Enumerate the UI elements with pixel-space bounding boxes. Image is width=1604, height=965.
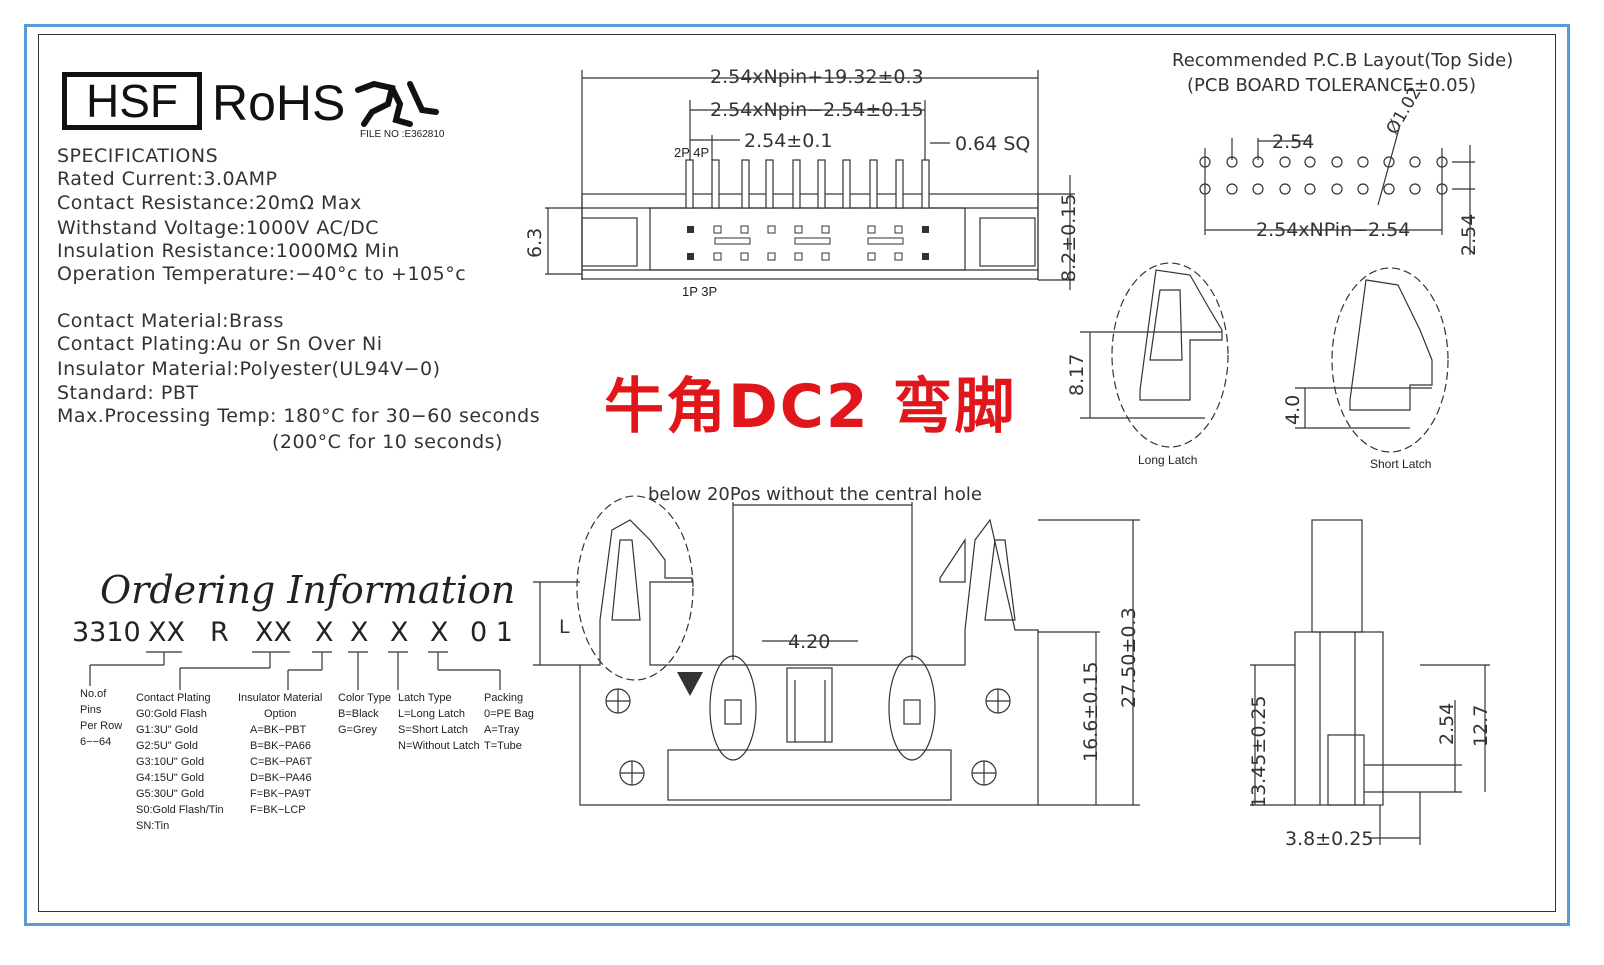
spec-line: Contact Resistance:20mΩ Max [57, 192, 362, 214]
dim-depth: 8.2±0.15 [1058, 193, 1080, 282]
front-view-note: below 20Pos without the central hole [648, 484, 982, 505]
dim-key-width: 4.20 [788, 631, 831, 653]
spec-line: Withstand Voltage:1000V AC/DC [57, 217, 380, 239]
dim-body-height: 16.6±0.15 [1080, 661, 1102, 762]
dim-pin-square: 0.64 SQ [955, 133, 1031, 155]
short-latch-dim: 4.0 [1282, 394, 1304, 425]
dim-side-height: 13.45±0.25 [1248, 695, 1270, 808]
dim-height: 6.3 [524, 227, 546, 258]
outer-border [24, 24, 1570, 926]
code-part: XX [255, 617, 292, 648]
spec-line: Contact Plating:Au or Sn Over Ni [57, 333, 383, 355]
rohs-logo: RoHS [212, 75, 346, 131]
pcb-tolerance: (PCB BOARD TOLERANCE±0.05) [1187, 75, 1477, 96]
long-latch-label: Long Latch [1138, 453, 1198, 467]
pcb-row-pitch: 2.54 [1458, 213, 1480, 256]
code-part: X [390, 617, 409, 648]
spec-line: Insulator Material:Polyester(UL94V−0) [57, 358, 441, 380]
product-title: 牛角DC2 弯脚 [604, 372, 1017, 442]
code-part: 0 1 [470, 617, 513, 648]
pin-label-top: 2P 4P [674, 145, 710, 160]
code-part: X [350, 617, 369, 648]
code-part: R [210, 617, 229, 648]
spec-line: Contact Material:Brass [57, 310, 284, 332]
spec-line: Standard: PBT [57, 382, 199, 404]
code-part: X [315, 617, 334, 648]
drawing-frame [38, 34, 1556, 912]
code-part: X [430, 617, 449, 648]
code-part: 3310 [72, 617, 141, 648]
spec-line: Rated Current:3.0AMP [57, 168, 278, 190]
dim-side-pitch: 2.54 [1436, 702, 1458, 745]
pin-label-bottom: 1P 3P [682, 284, 718, 299]
dim-overall-length: 2.54xNpin+19.32±0.3 [710, 66, 924, 88]
dim-latch-length: L [559, 616, 570, 638]
ul-file-number: FILE NO :E362810 [360, 129, 445, 140]
dim-side-pin-height: 12.7 [1470, 704, 1492, 747]
spec-line: (200°C for 10 seconds) [272, 431, 503, 453]
long-latch-dim: 8.17 [1066, 353, 1088, 396]
dim-side-offset: 3.8±0.25 [1285, 828, 1374, 850]
dim-inner-length: 2.54xNpin−2.54±0.15 [710, 99, 924, 121]
pcb-pitch: 2.54 [1272, 131, 1315, 153]
spec-line: Operation Temperature:−40°c to +105°c [57, 263, 467, 285]
specs-heading: SPECIFICATIONS [57, 145, 219, 167]
pcb-title: Recommended P.C.B Layout(Top Side) [1172, 50, 1514, 71]
ordering-heading: Ordering Information [100, 568, 516, 612]
dim-total-height: 27.50±0.3 [1118, 607, 1140, 708]
spec-line: Insulation Resistance:1000MΩ Min [57, 240, 400, 262]
hsf-logo: HSF [62, 72, 202, 130]
dim-pitch: 2.54±0.1 [744, 130, 833, 152]
spec-line: Max.Processing Temp: 180°C for 30−60 sec… [57, 405, 541, 427]
short-latch-label: Short Latch [1370, 457, 1432, 471]
code-part: XX [148, 617, 185, 648]
pcb-span: 2.54xNPin−2.54 [1256, 219, 1411, 241]
